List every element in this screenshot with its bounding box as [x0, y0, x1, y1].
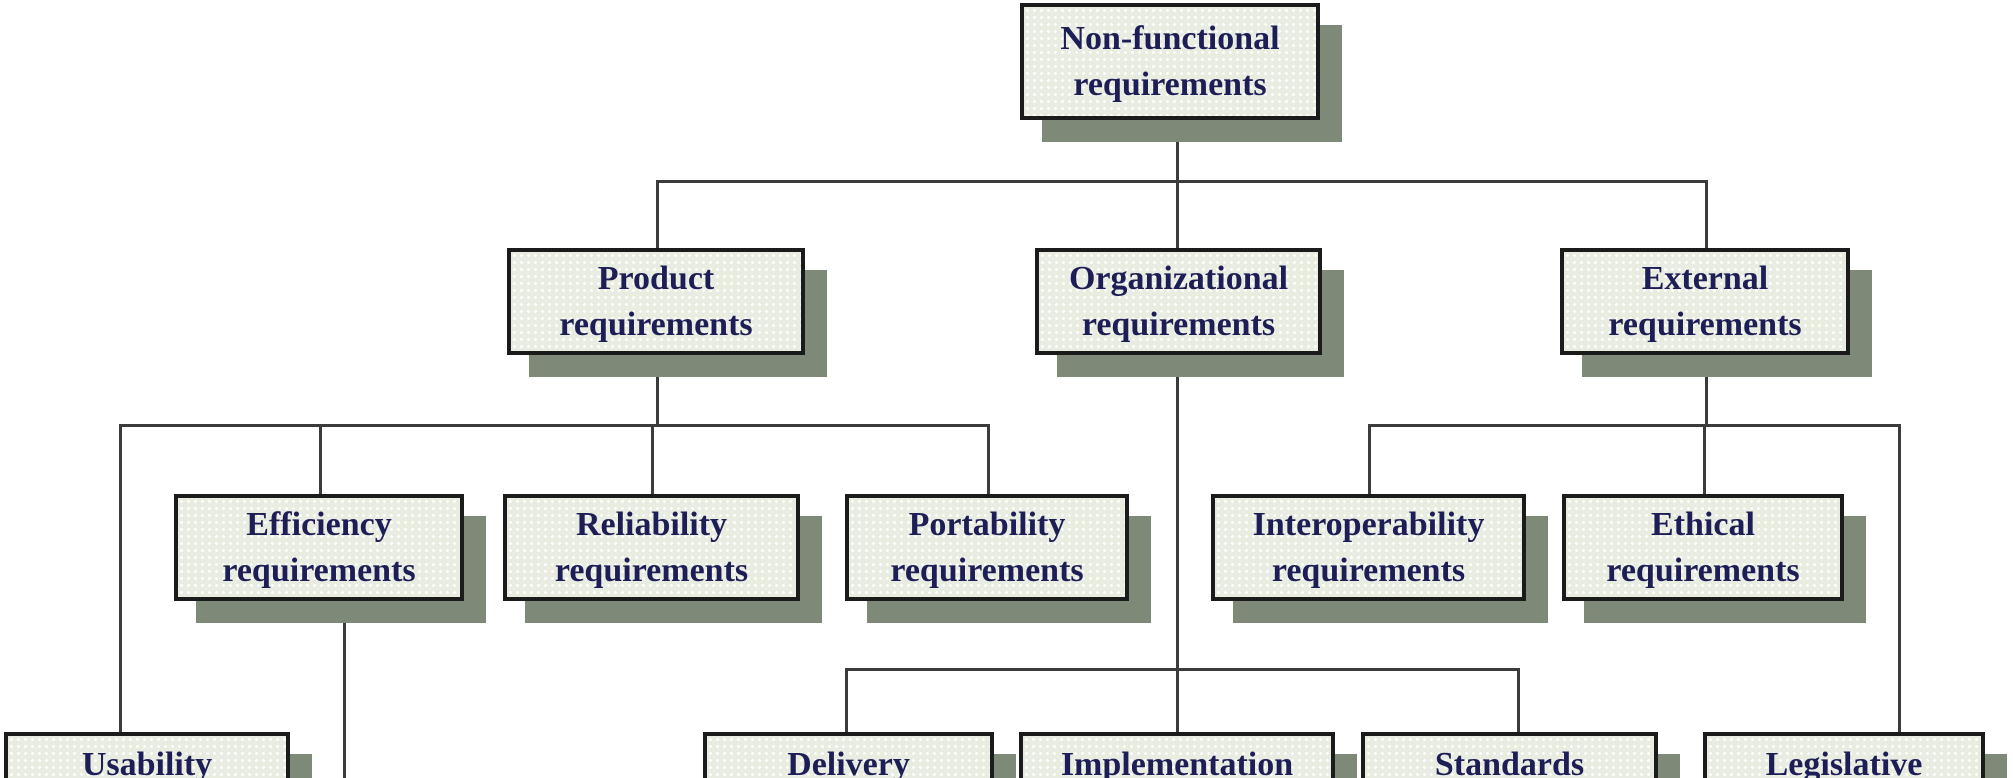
node-standards: Standards — [1361, 732, 1658, 778]
node-usability: Usability — [4, 732, 290, 778]
node-efficiency-requirements: Efficiency requirements — [174, 494, 464, 601]
connector-line — [119, 424, 990, 427]
node-label: Reliability requirements — [554, 505, 749, 589]
node-external-requirements: External requirements — [1560, 248, 1850, 355]
connector-line — [656, 355, 659, 426]
node-label: Legislative — [1765, 746, 1923, 778]
connector-line — [319, 424, 322, 496]
node-delivery: Delivery — [703, 732, 994, 778]
connector-line — [1703, 424, 1706, 496]
node-label: Implementation — [1060, 746, 1294, 778]
node-label: Usability — [81, 746, 213, 778]
connector-line — [1176, 355, 1179, 670]
connector-line — [651, 424, 654, 496]
connector-line — [987, 424, 990, 496]
connector-line — [1368, 424, 1371, 496]
connector-line — [845, 668, 848, 734]
connector-line — [1176, 668, 1179, 734]
connector-line — [1898, 424, 1901, 734]
node-label: Product requirements — [559, 259, 753, 343]
node-interoperability-requirements: Interoperability requirements — [1211, 494, 1526, 601]
node-ethical-requirements: Ethical requirements — [1562, 494, 1844, 601]
node-label: Organizational requirements — [1068, 259, 1289, 343]
node-label: Portability requirements — [890, 505, 1084, 589]
connector-line — [845, 668, 1520, 671]
connector-line — [343, 601, 346, 778]
node-label: Delivery — [787, 746, 910, 778]
connector-line — [1176, 120, 1179, 183]
node-label: Efficiency requirements — [222, 505, 416, 589]
connector-line — [656, 180, 659, 250]
node-portability-requirements: Portability requirements — [845, 494, 1129, 601]
node-reliability-requirements: Reliability requirements — [503, 494, 800, 601]
node-label: Standards — [1434, 746, 1585, 778]
node-label: Ethical requirements — [1606, 505, 1800, 589]
connector-line — [119, 424, 122, 734]
connector-line — [1705, 180, 1708, 250]
node-label: Interoperability requirements — [1252, 505, 1485, 589]
connector-line — [1517, 668, 1520, 734]
node-label: External requirements — [1608, 259, 1802, 343]
node-organizational-requirements: Organizational requirements — [1035, 248, 1322, 355]
connector-line — [656, 180, 1708, 183]
node-label: Non-functional requirements — [1060, 19, 1280, 103]
connector-line — [1176, 180, 1179, 250]
node-legislative: Legislative — [1703, 732, 1985, 778]
connector-line — [1705, 355, 1708, 426]
node-product-requirements: Product requirements — [507, 248, 805, 355]
node-non-functional-requirements: Non-functional requirements — [1020, 3, 1320, 120]
connector-line — [1368, 424, 1901, 427]
node-implementation: Implementation — [1019, 732, 1335, 778]
